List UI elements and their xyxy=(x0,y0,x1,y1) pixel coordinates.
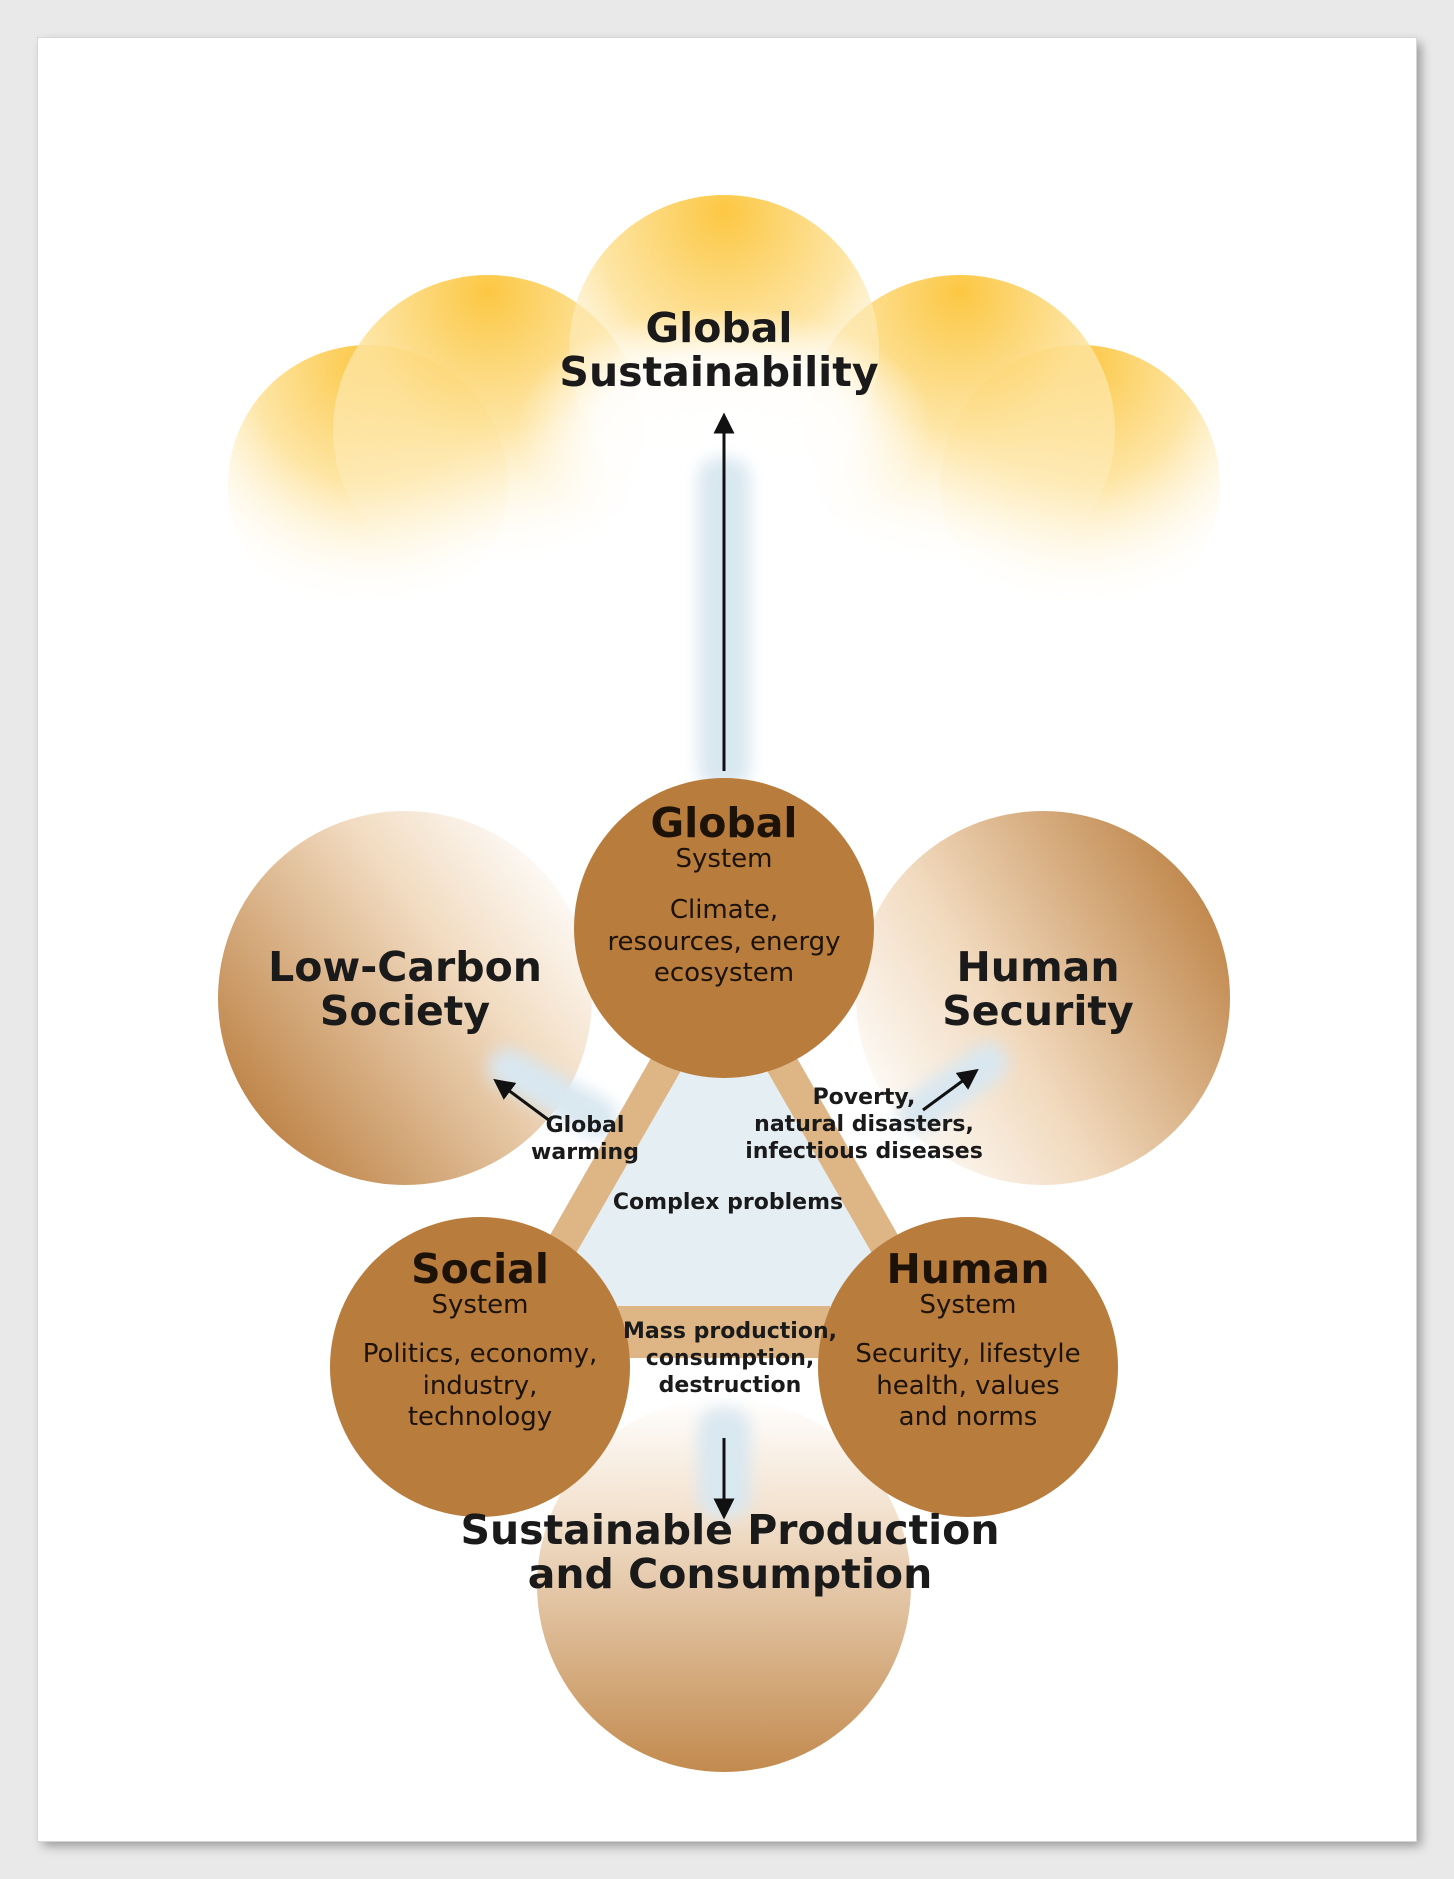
human-system-circle xyxy=(818,1217,1118,1517)
sustainable-production-line-2: and Consumption xyxy=(527,1550,933,1599)
sustainable-production-circle xyxy=(537,1398,911,1772)
low-carbon-line-2: Society xyxy=(319,987,491,1036)
figure-frame: Global Sustainability Low-Carbon Society… xyxy=(38,38,1416,1841)
human-system-desc-2: health, values xyxy=(876,1370,1060,1401)
human-security-line-2: Security xyxy=(942,987,1134,1036)
complex-problems-label: Complex problems xyxy=(612,1190,844,1215)
human-system-desc-1: Security, lifestyle xyxy=(855,1339,1081,1370)
goal-line-2: Sustainability xyxy=(559,348,879,397)
global-system-desc-1: Climate, xyxy=(669,895,779,926)
social-system-text: Social System Politics, economy, industr… xyxy=(363,1247,597,1433)
arrow-to-low-carbon xyxy=(493,1078,551,1123)
human-system-desc-3: and norms xyxy=(898,1401,1038,1432)
global-system-text: Global System Climate, resources, energy… xyxy=(607,801,840,989)
system-triangle xyxy=(480,930,968,1358)
poverty-line-1: Poverty, xyxy=(812,1085,916,1110)
glow-left xyxy=(488,1048,618,1138)
arrow-to-human-security xyxy=(922,1068,979,1112)
global-sustainability-label: Global Sustainability xyxy=(559,306,878,395)
global-system-title: Global xyxy=(650,799,798,847)
mass-production-line-3: destruction xyxy=(658,1372,802,1398)
low-carbon-line-1: Low-Carbon xyxy=(268,943,542,991)
social-system-subtitle: System xyxy=(431,1290,529,1321)
poverty-line-2: natural disasters, xyxy=(754,1111,974,1137)
global-warming-label: Global warming xyxy=(531,1113,639,1167)
human-system-subtitle: System xyxy=(919,1290,1017,1321)
sustainable-production-line-1: Sustainable Production xyxy=(460,1506,1000,1554)
social-system-desc-3: technology xyxy=(407,1401,553,1432)
global-system-circle xyxy=(574,778,874,1078)
poverty-line-3: infectious diseases xyxy=(745,1138,983,1164)
sustainable-production-label: Sustainable Production and Consumption xyxy=(460,1508,999,1597)
human-security-label: Human Security xyxy=(942,945,1133,1034)
social-system-circle xyxy=(330,1217,630,1517)
global-system-desc-3: ecosystem xyxy=(653,957,795,988)
social-system-title: Social xyxy=(411,1245,549,1293)
human-system-text: Human System Security, lifestyle health,… xyxy=(855,1247,1080,1433)
low-carbon-society-label: Low-Carbon Society xyxy=(268,945,542,1034)
goal-line-1: Global xyxy=(645,304,793,352)
human-security-line-1: Human xyxy=(956,943,1120,991)
mass-production-line-2: consumption, xyxy=(645,1345,815,1371)
triangle-base-band xyxy=(618,1306,830,1344)
social-system-desc-1: Politics, economy, xyxy=(362,1339,598,1370)
global-system-subtitle: System xyxy=(675,844,773,875)
mass-production-label: Mass production, consumption, destructio… xyxy=(623,1319,837,1399)
mass-production-line-1: Mass production, xyxy=(623,1319,837,1344)
global-warming-line-1: Global xyxy=(545,1113,625,1138)
human-system-title: Human xyxy=(886,1245,1050,1293)
global-system-desc-2: resources, energy xyxy=(607,926,841,957)
triangle-inner xyxy=(533,996,915,1328)
global-warming-line-2: warming xyxy=(531,1139,639,1165)
social-system-desc-2: industry, xyxy=(422,1370,538,1401)
diagram-canvas xyxy=(218,195,1230,1772)
poverty-label: Poverty, natural disasters, infectious d… xyxy=(745,1085,983,1165)
